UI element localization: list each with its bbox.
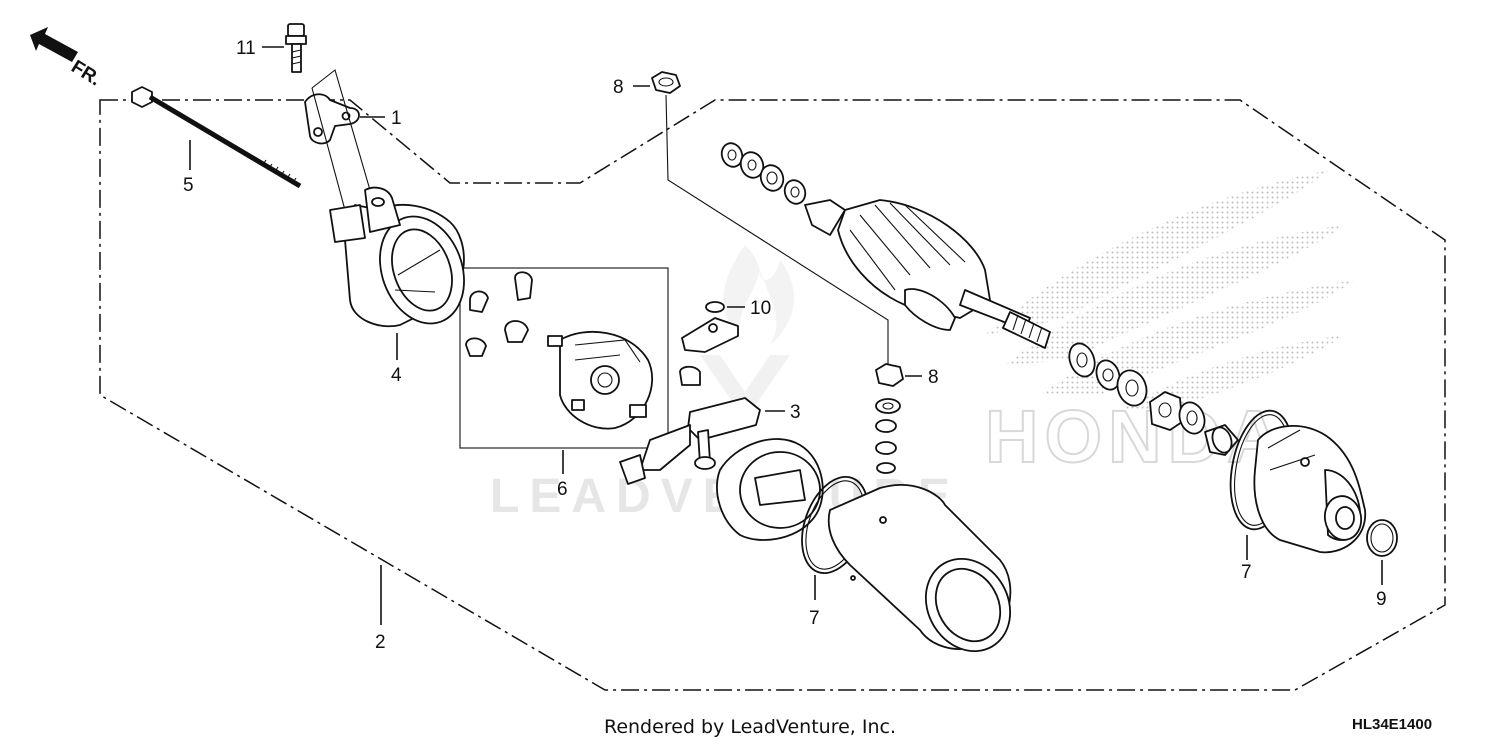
- rendered-by-footer: Rendered by LeadVenture, Inc.: [603, 716, 897, 738]
- callout-9: 9: [1376, 589, 1387, 610]
- armature-washers: [720, 142, 807, 205]
- through-bolt-5: [131, 86, 302, 189]
- front-direction-arrow: FR.: [30, 27, 104, 90]
- bolt-11: [285, 23, 307, 73]
- brush-plate-3: [619, 365, 761, 485]
- snap-ring-9: [1366, 519, 1398, 557]
- callout-8-mid: 8: [928, 367, 939, 388]
- callout-2: 2: [375, 632, 386, 653]
- leadventure-flame-logo: [700, 245, 794, 420]
- drive-washers: [1068, 342, 1239, 456]
- callout-7-right: 7: [1241, 562, 1252, 583]
- callout-5: 5: [183, 175, 194, 196]
- callout-6: 6: [557, 479, 568, 500]
- brush-holder-boundary: [459, 267, 669, 449]
- washer-stack-8: [875, 363, 904, 474]
- nut-8-top: [651, 71, 681, 94]
- armature: [804, 199, 1051, 349]
- callout-7-left: 7: [809, 608, 820, 629]
- washer-10: [705, 301, 725, 313]
- callout-1: 1: [391, 108, 402, 129]
- brush-holder-6: [465, 271, 653, 430]
- fr-label: FR.: [67, 56, 104, 90]
- callout-11: 11: [236, 38, 256, 59]
- yoke-housing: [827, 484, 1012, 653]
- honda-wing-watermark: [985, 170, 1355, 412]
- assembly-boundary: [99, 99, 1446, 691]
- diagram-code: HL34E1400: [1352, 716, 1433, 733]
- brush-ring: [716, 438, 824, 541]
- front-housing: [1253, 425, 1366, 554]
- callout-8-top: 8: [613, 77, 624, 98]
- callout-10: 10: [750, 298, 771, 319]
- callout-4: 4: [391, 365, 402, 386]
- callout-3: 3: [790, 402, 801, 423]
- end-cover-4: [329, 186, 465, 328]
- terminal-plate: [681, 317, 739, 353]
